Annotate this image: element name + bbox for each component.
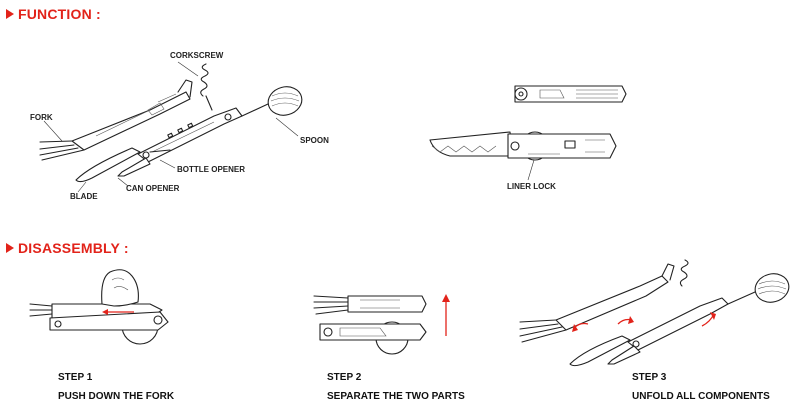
corkscrew-label: CORKSCREW [170, 51, 224, 60]
triangle-bullet-icon [6, 243, 14, 253]
can-opener-label: CAN OPENER [126, 184, 180, 193]
spoon-label: SPOON [300, 136, 329, 145]
step1-illustration [29, 269, 169, 345]
step-3-text: UNFOLD ALL COMPONENTS [632, 391, 770, 402]
step2-illustration [313, 294, 450, 355]
fork-label: FORK [30, 113, 53, 122]
disassembly-heading: DISASSEMBLY : [6, 240, 129, 256]
function-heading: FUNCTION : [6, 6, 101, 22]
step-2-number: STEP 2 [327, 372, 362, 383]
step-1-number: STEP 1 [58, 372, 93, 383]
step3-illustration [519, 259, 790, 367]
liner-lock-label: LINER LOCK [507, 182, 556, 191]
blade-label: BLADE [70, 192, 98, 201]
folded-knife-part-illustration [429, 131, 617, 161]
step-3: STEP 3 UNFOLD ALL COMPONENTS [632, 368, 770, 406]
blade-illustration [75, 147, 141, 183]
can-opener-illustration [117, 149, 171, 177]
step-2: STEP 2 SEPARATE THE TWO PARTS [327, 368, 465, 406]
triangle-bullet-icon [6, 9, 14, 19]
spoon-illustration [241, 86, 303, 117]
step-2-text: SEPARATE THE TWO PARTS [327, 391, 465, 402]
folded-fork-part-illustration [514, 85, 627, 103]
bottle-opener-label: BOTTLE OPENER [177, 165, 246, 174]
function-heading-text: FUNCTION : [18, 6, 101, 22]
step-3-number: STEP 3 [632, 372, 667, 383]
disassembly-heading-text: DISASSEMBLY : [18, 240, 129, 256]
corkscrew-illustration [200, 63, 213, 111]
fork-illustration [39, 79, 193, 161]
step-1-text: PUSH DOWN THE FORK [58, 391, 175, 402]
step-1: STEP 1 PUSH DOWN THE FORK [58, 368, 174, 406]
